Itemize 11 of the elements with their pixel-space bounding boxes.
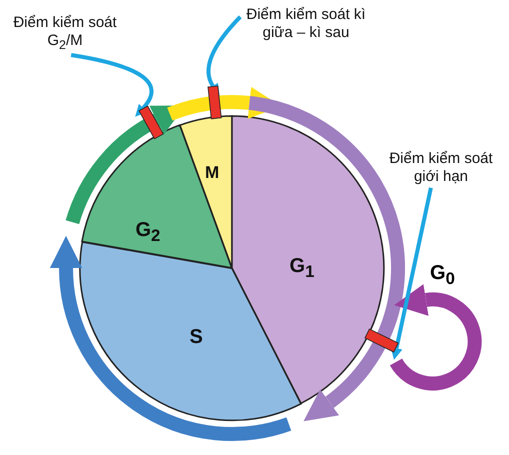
checkpoint-label: Điểm kiểm soát G$_{2}$/M [12, 14, 118, 53]
leader-arrow [390, 187, 433, 360]
leader-arrow [206, 15, 242, 97]
leader-arrow [70, 53, 154, 118]
checkpoint-label: Điểm kiểm soát kì giữa – kì sau [245, 6, 367, 42]
phase-label: G$_{0}$ [430, 262, 455, 289]
phase-label: S [189, 326, 203, 350]
phase-label: G$_{1}$ [290, 254, 314, 282]
checkpoint-label: Điểm kiểm soát giới hạn [388, 150, 494, 186]
phase-label: G$_{2}$ [135, 219, 160, 246]
phase-label: M [204, 163, 220, 183]
